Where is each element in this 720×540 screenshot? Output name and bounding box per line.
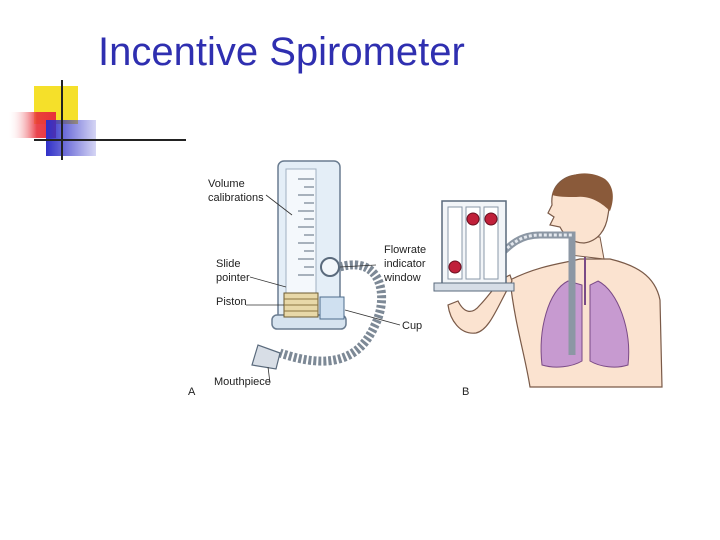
- label-slide-line2: pointer: [216, 272, 250, 284]
- label-piston: Piston: [216, 296, 247, 308]
- label-volume-line1: Volume: [208, 178, 245, 190]
- label-volume-line2: calibrations: [208, 192, 264, 204]
- label-cup: Cup: [402, 320, 422, 332]
- panel-a-letter: A: [188, 386, 196, 398]
- indicator-ball-2: [466, 212, 480, 226]
- label-mouthpiece: Mouthpiece: [214, 376, 271, 388]
- spirometer-figure: Volume calibrations Slide pointer Piston…: [180, 155, 680, 405]
- panel-b-letter: B: [462, 386, 469, 398]
- corner-decoration: [0, 80, 200, 160]
- indicator-ball-1: [448, 260, 462, 274]
- deco-blue-square: [46, 120, 96, 156]
- label-flowrate-line1: Flowrate: [384, 244, 426, 256]
- right-lung: [589, 280, 630, 368]
- cup: [319, 296, 345, 320]
- panel-b: B: [433, 173, 663, 398]
- flowrate-window: [320, 257, 340, 277]
- patient-hair: [552, 173, 613, 211]
- hose: [278, 260, 387, 366]
- indicator-ball-3: [484, 212, 498, 226]
- label-flowrate-line3: window: [383, 272, 421, 284]
- mouthpiece: [251, 344, 281, 370]
- panel-a: Volume calibrations Slide pointer Piston…: [188, 160, 426, 398]
- label-flowrate-line2: indicator: [384, 258, 426, 270]
- slide-title: Incentive Spirometer: [98, 30, 465, 74]
- label-slide-line1: Slide: [216, 258, 240, 270]
